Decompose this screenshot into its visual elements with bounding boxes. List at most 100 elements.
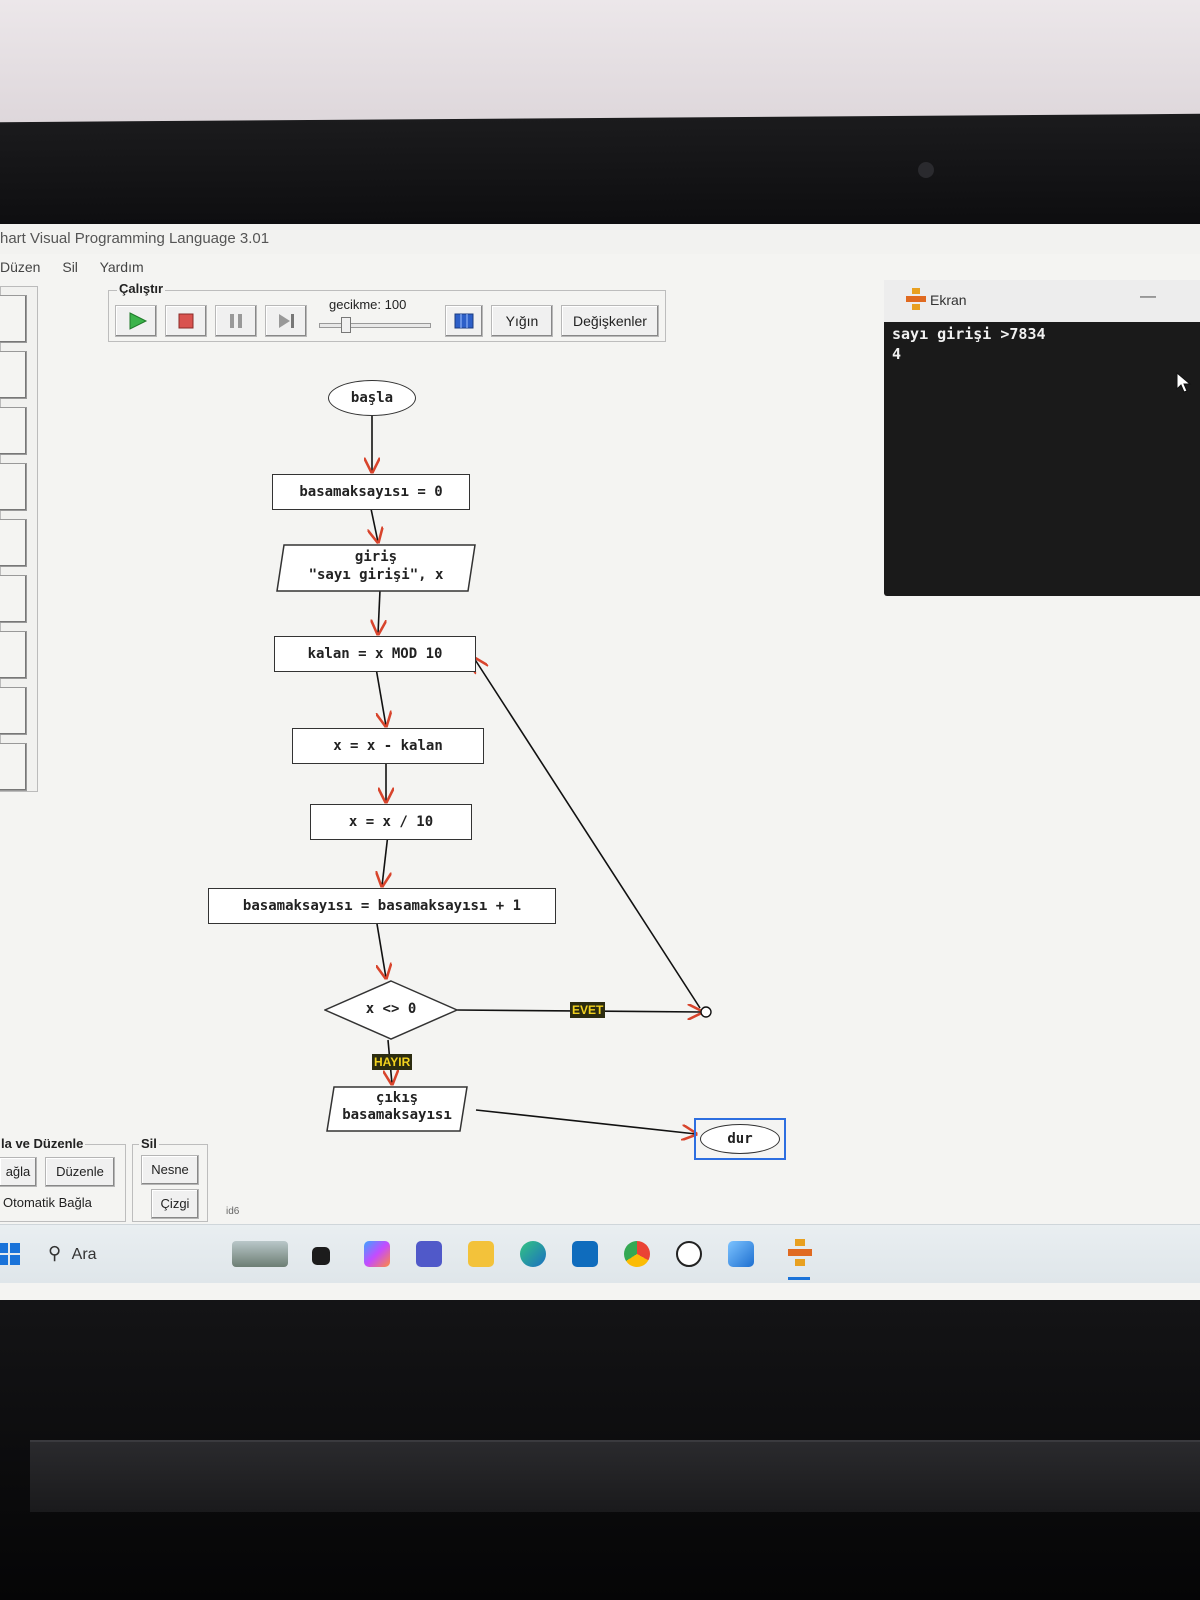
no-badge: HAYIR xyxy=(372,1054,413,1070)
subtract-node[interactable]: x = x - kalan xyxy=(292,728,484,764)
run-panel: Çalıştır gecikme: 100 Yığın Değişkenler xyxy=(108,281,666,342)
run-button[interactable] xyxy=(115,305,157,337)
input-args: "sayı girişi", x xyxy=(308,567,444,583)
delay-slider-thumb[interactable] xyxy=(341,317,351,333)
windows-taskbar: ⚲ Ara xyxy=(0,1224,1200,1283)
pause-button[interactable] xyxy=(215,305,257,337)
connect-button[interactable]: ağla xyxy=(0,1157,37,1187)
input-node[interactable]: giriş "sayı girişi", x xyxy=(276,544,476,592)
palette-button-9[interactable] xyxy=(0,743,27,791)
stop-button[interactable] xyxy=(165,305,207,337)
node-id-label: id6 xyxy=(226,1206,240,1217)
delay-slider[interactable]: gecikme: 100 xyxy=(315,297,435,337)
palette-button-2[interactable] xyxy=(0,351,27,399)
decision-condition: x <> 0 xyxy=(365,1001,417,1017)
delete-object-button[interactable]: Nesne xyxy=(141,1155,199,1185)
menu-sil[interactable]: Sil xyxy=(62,259,78,275)
increment-node[interactable]: basamaksayısı = basamaksayısı + 1 xyxy=(208,888,556,924)
connector-divide-to-increment xyxy=(382,833,388,886)
step-icon xyxy=(279,314,294,328)
whatsapp-icon[interactable] xyxy=(676,1241,702,1267)
assign-zero-node[interactable]: basamaksayısı = 0 xyxy=(272,474,470,510)
taskbar-search[interactable]: ⚲ Ara xyxy=(48,1243,97,1264)
app-titlebar: hart Visual Programming Language 3.01 xyxy=(0,224,1200,254)
output-arg: basamaksayısı xyxy=(342,1107,452,1123)
mod-node[interactable]: kalan = x MOD 10 xyxy=(274,636,476,672)
palette-button-4[interactable] xyxy=(0,463,27,511)
delete-legend: Sil xyxy=(139,1136,159,1151)
flowchart-connectors xyxy=(40,412,712,1232)
console-output: sayı girişi >7834 4 xyxy=(892,324,1046,364)
active-app-indicator xyxy=(788,1277,810,1280)
file-explorer-icon[interactable] xyxy=(468,1241,494,1267)
connector-increment-to-decision xyxy=(375,917,386,978)
minimize-icon[interactable]: — xyxy=(1140,288,1156,305)
input-parallelogram xyxy=(276,544,476,592)
screen: hart Visual Programming Language 3.01 Dü… xyxy=(0,224,1200,1310)
outlook-icon[interactable] xyxy=(572,1241,598,1267)
wall-background xyxy=(0,0,1200,130)
palette-button-8[interactable] xyxy=(0,687,27,735)
menu-duzen[interactable]: Düzen xyxy=(0,259,41,275)
flowgorithm-icon xyxy=(906,288,926,310)
output-parallelogram xyxy=(326,1086,468,1132)
connect-edit-legend: la ve Düzenle xyxy=(0,1136,86,1151)
connector-mod-to-subtract xyxy=(375,667,386,726)
palette-button-6[interactable] xyxy=(0,575,27,623)
stop-node[interactable]: dur xyxy=(700,1124,780,1154)
photos-icon[interactable] xyxy=(728,1241,754,1267)
edge-icon[interactable] xyxy=(520,1241,546,1267)
decision-diamond xyxy=(324,980,458,1040)
connector-loop-back xyxy=(474,658,701,1009)
variables-button[interactable]: Değişkenler xyxy=(561,305,659,337)
run-panel-legend: Çalıştır xyxy=(117,281,166,296)
copilot-icon[interactable] xyxy=(364,1241,390,1267)
stack-button[interactable]: Yığın xyxy=(491,305,553,337)
pause-icon xyxy=(230,314,242,328)
console-title: Ekran xyxy=(930,292,967,308)
grid-icon xyxy=(454,313,474,329)
windows-start-icon[interactable] xyxy=(0,1243,20,1265)
console-line-2: 4 xyxy=(892,345,902,363)
stop-node-selection[interactable]: dur xyxy=(694,1118,786,1160)
search-icon: ⚲ xyxy=(48,1243,62,1263)
delete-panel: Sil Nesne Çizgi xyxy=(132,1136,208,1222)
output-keyword: çıkış xyxy=(375,1090,419,1106)
start-node[interactable]: başla xyxy=(328,380,416,416)
edit-button[interactable]: Düzenle xyxy=(45,1157,115,1187)
connector-input-to-mod xyxy=(378,589,380,634)
chrome-icon[interactable] xyxy=(624,1241,650,1267)
delete-line-button[interactable]: Çizgi xyxy=(151,1189,199,1219)
menu-yardim[interactable]: Yardım xyxy=(99,259,144,275)
app-title: hart Visual Programming Language 3.01 xyxy=(0,230,270,247)
play-icon xyxy=(129,312,148,330)
palette-button-1[interactable] xyxy=(0,295,27,343)
stop-icon xyxy=(178,313,194,329)
auto-connect-option[interactable]: Otomatik Bağla xyxy=(3,1195,92,1210)
output-node[interactable]: çıkış basamaksayısı xyxy=(326,1086,468,1132)
delay-slider-track[interactable] xyxy=(319,323,431,328)
flowgorithm-taskbar-icon[interactable] xyxy=(788,1239,812,1267)
console-line-1: sayı girişi >7834 xyxy=(892,325,1046,343)
palette-button-5[interactable] xyxy=(0,519,27,567)
divide-node[interactable]: x = x / 10 xyxy=(310,804,472,840)
memory-button[interactable] xyxy=(445,305,483,337)
palette-button-3[interactable] xyxy=(0,407,27,455)
decision-node[interactable]: x <> 0 xyxy=(324,980,458,1040)
step-button[interactable] xyxy=(265,305,307,337)
console-titlebar[interactable]: Ekran — xyxy=(884,280,1200,322)
task-view-icon[interactable] xyxy=(312,1247,330,1265)
teams-icon[interactable] xyxy=(416,1241,442,1267)
input-keyword: giriş xyxy=(354,549,398,565)
widgets-icon[interactable] xyxy=(232,1241,288,1267)
connector-output-to-stop xyxy=(475,1109,696,1134)
connector-assign-to-input xyxy=(370,503,378,542)
webcam xyxy=(918,162,934,178)
palette-button-7[interactable] xyxy=(0,631,27,679)
laptop-hinge xyxy=(30,1440,1200,1512)
flowchart-canvas[interactable]: başla basamaksayısı = 0 giriş "sayı giri… xyxy=(40,332,880,1232)
search-label: Ara xyxy=(71,1246,97,1263)
yes-badge: EVET xyxy=(570,1002,606,1018)
connect-edit-panel: la ve Düzenle ağla Düzenle Otomatik Bağl… xyxy=(0,1136,126,1222)
menu-bar: Düzen Sil Yardım xyxy=(0,254,880,280)
